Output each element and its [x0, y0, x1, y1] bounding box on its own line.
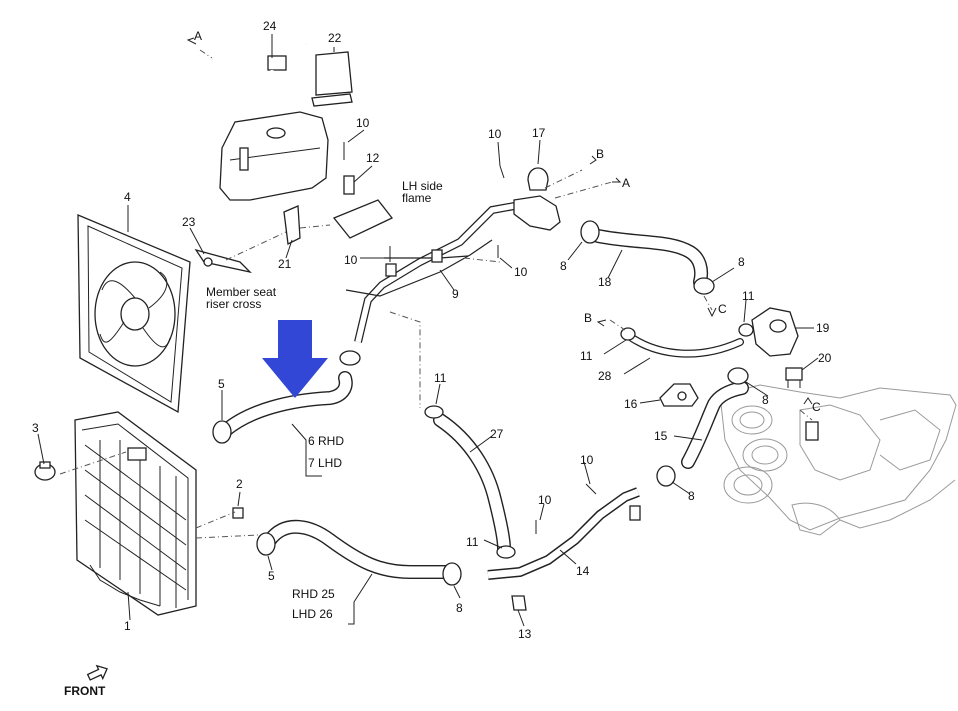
part-label-10a: 10	[356, 116, 370, 130]
part-label-15: 15	[654, 429, 668, 443]
bypass-hose-27	[433, 413, 511, 555]
lh-side-label-line1: LH side	[402, 179, 443, 193]
overflow-hose-24	[210, 42, 308, 108]
part-label-28: 28	[598, 369, 612, 383]
callout-7-lhd: 7 LHD	[308, 456, 342, 470]
part-label-8e: 8	[456, 601, 463, 615]
part-label-8d: 8	[688, 489, 695, 503]
part-label-4: 4	[124, 190, 131, 204]
part-label-10d: 10	[514, 265, 528, 279]
part-label-11d: 11	[466, 535, 479, 549]
bracket-21	[283, 205, 301, 245]
connection-letters: A A B B C C	[194, 29, 821, 414]
water-connector-junction	[513, 195, 561, 231]
bolts-10	[343, 142, 597, 534]
reservoir-bracket	[311, 51, 353, 107]
part-number-labels: 4 24 22 10 12 23 21 10 17 10 10 9 8 18 8…	[32, 19, 832, 641]
callout-labels: 6 RHD 7 LHD RHD 25 LHD 26 LH side flame …	[64, 179, 443, 698]
part-label-10c: 10	[344, 253, 358, 267]
part-label-11a: 11	[742, 289, 755, 303]
part-label-1: 1	[124, 619, 131, 633]
water-pipe-14	[487, 487, 641, 580]
part-label-19: 19	[816, 321, 830, 335]
dashed-connection-lines	[59, 49, 813, 539]
drain-cock-13	[511, 595, 527, 611]
part-label-27: 27	[490, 427, 504, 441]
part-label-8a: 8	[560, 259, 567, 273]
part-label-13: 13	[518, 627, 532, 641]
part-label-24: 24	[263, 19, 277, 33]
part-label-10b: 10	[488, 127, 502, 141]
bracket-12	[332, 175, 394, 239]
part-label-11c: 11	[434, 371, 447, 385]
front-label: FRONT	[64, 684, 106, 698]
lower-radiator-hose	[263, 519, 453, 579]
member-seat-bracket	[194, 248, 253, 274]
part-label-8b: 8	[738, 255, 745, 269]
engine-block	[719, 384, 957, 536]
radiator-core	[74, 411, 197, 616]
part-label-21: 21	[278, 257, 292, 271]
member-seat-label-line2: riser cross	[206, 297, 261, 311]
highlight-arrow-icon	[262, 320, 328, 398]
water-outlet-19	[751, 307, 799, 357]
part-label-9: 9	[452, 287, 459, 301]
drain-plug	[232, 507, 244, 519]
part-label-10f: 10	[538, 493, 552, 507]
radiator-fan-shroud	[77, 214, 191, 414]
radiator-cap	[34, 461, 56, 481]
part-label-14: 14	[576, 564, 590, 578]
lh-side-label-line2: flame	[402, 191, 432, 205]
part-label-22: 22	[328, 31, 342, 45]
marker-c-mid: C	[718, 302, 727, 316]
heater-hose-18	[591, 229, 709, 289]
water-pipe-9	[345, 201, 521, 343]
part-label-12: 12	[366, 151, 380, 165]
bracket-16	[659, 383, 699, 407]
hose-15	[681, 381, 749, 469]
part-label-5b: 5	[268, 569, 275, 583]
coolant-reservoir-tank	[219, 111, 329, 201]
part-label-17: 17	[532, 126, 546, 140]
engine-temp-sensor	[805, 421, 819, 441]
part-label-8c: 8	[762, 393, 769, 407]
connection-arrows	[186, 37, 813, 405]
part-label-20: 20	[818, 351, 832, 365]
bolt-23	[203, 257, 213, 267]
marker-a-right: A	[622, 176, 630, 190]
part-label-2: 2	[236, 477, 243, 491]
member-seat-label-line1: Member seat	[206, 285, 277, 299]
callout-26-lhd: LHD 26	[292, 607, 333, 621]
leader-lines	[37, 34, 819, 627]
marker-c-right: C	[812, 400, 821, 414]
front-direction-icon	[86, 664, 108, 681]
part-label-10e: 10	[580, 453, 594, 467]
part-label-11b: 11	[580, 349, 593, 363]
upper-radiator-hose	[219, 371, 353, 437]
part-label-16: 16	[624, 397, 638, 411]
part-label-5a: 5	[218, 377, 225, 391]
hose-clamps	[212, 220, 754, 586]
bleeder-cap-17	[527, 167, 549, 191]
callout-6-rhd: 6 RHD	[308, 434, 344, 448]
marker-a-top: A	[194, 29, 202, 43]
hose-28	[628, 334, 744, 358]
part-label-23: 23	[182, 215, 196, 229]
temperature-sensor-20	[785, 367, 803, 388]
part-label-18: 18	[598, 275, 612, 289]
part-label-3: 3	[32, 421, 39, 435]
marker-b-top: B	[596, 147, 604, 161]
marker-b-left: B	[584, 311, 592, 325]
callout-25-rhd: RHD 25	[292, 587, 335, 601]
